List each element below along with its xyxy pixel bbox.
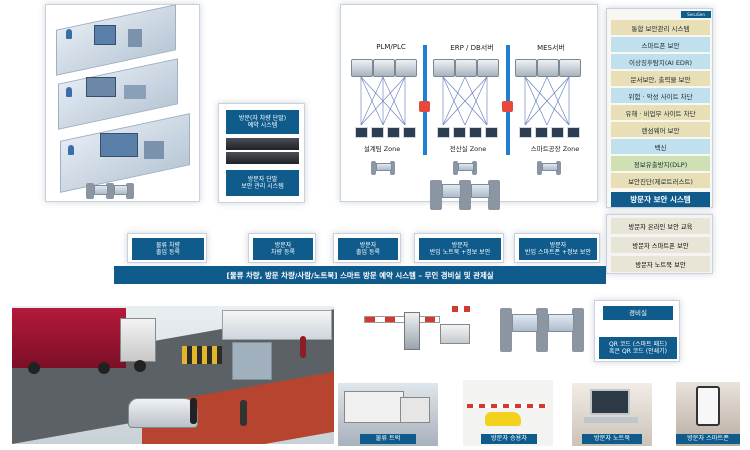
plant-equipment <box>100 133 138 157</box>
wheel <box>98 362 110 374</box>
security-stack-item: 랜섬웨어 보안 <box>611 122 710 137</box>
visitor-system-panel: 방문(자 차량 단말) 예약 시스템 방문자 단말 보안 관리 시스템 <box>218 103 305 203</box>
thumb-smartphone-caption: 방문자 스마트폰 <box>676 434 740 444</box>
person-icon <box>190 398 197 424</box>
factory-floors-panel <box>45 4 200 202</box>
thumb-smartphone: 방문자 스마트폰 <box>676 382 740 446</box>
zone-plm-label: PLM/PLC <box>376 43 406 51</box>
speed-gates <box>500 304 586 358</box>
thumb-car: 방문자 승용차 <box>463 380 553 446</box>
network-zones-panel: PLM/PLC ERP / DB서버 MES서버 설계팀 Zone 전산실 Zo… <box>340 4 598 202</box>
barrier-cones <box>182 346 222 364</box>
security-stack-item: 유해 · 비업무 사이트 차단 <box>611 105 710 120</box>
firewall-hub-icon <box>502 101 513 112</box>
firewall-hub-icon <box>419 101 430 112</box>
thumb-laptop-caption: 방문자 노트북 <box>582 434 642 444</box>
security-stack-title: 방문자 보안 시스템 <box>611 192 710 207</box>
thumb-car-caption: 방문자 승용차 <box>481 434 537 444</box>
registration-smartphone: 방문자 반입 스마트폰 +정보 보안 <box>514 233 600 263</box>
visitor-terminal-label: 방문자 단말 보안 관리 시스템 <box>226 170 299 196</box>
visitor-service-item: 방문자 온라인 보안 교육 <box>611 218 710 234</box>
zone-smart-label: 스마트공장 Zone <box>530 145 580 153</box>
registration-entry: 방문자 출입 등록 <box>333 233 401 263</box>
guard-booth <box>232 342 272 380</box>
turnstile-gate <box>371 161 395 175</box>
visitor-services-panel: 방문자 온라인 보안 교육 방문자 스마트폰 보안 방문자 노트북 보안 <box>606 214 713 274</box>
registration-logistics: 물류 차량 출입 등록 <box>127 233 207 263</box>
security-stack-item: 위험 · 악성 사이트 차단 <box>611 88 710 103</box>
security-stack-item: 이상징후탐지(AI EDR) <box>611 54 710 69</box>
worker-icon <box>68 145 74 155</box>
server-rack <box>226 152 299 164</box>
turnstile-gate <box>86 181 134 201</box>
qr-code-label: QR 코드 (스마트 패드) 혹은 QR 코드 (인쇄기) <box>599 337 677 359</box>
network-links <box>360 76 570 126</box>
turnstile-gate <box>453 161 477 175</box>
plant-equipment <box>124 85 146 99</box>
security-stack-item: 스마트폰 보안 <box>611 37 710 52</box>
wheel <box>28 362 40 374</box>
visitor-service-item: 방문자 스마트폰 보안 <box>611 237 710 253</box>
zone-design-label: 설계팀 Zone <box>363 145 401 153</box>
server-rack <box>226 138 299 150</box>
vendor-badge: SecuGen <box>681 11 711 18</box>
security-stack-item: 정보유출방지(DLP) <box>611 156 710 171</box>
firewall-pipe <box>423 45 427 155</box>
security-stack-item: 문서보안, 출력물 보안 <box>611 71 710 86</box>
registration-vehicle: 방문자 차량 등록 <box>248 233 316 263</box>
guardroom-panel: 경비실 QR 코드 (스마트 패드) 혹은 QR 코드 (인쇄기) <box>594 300 680 362</box>
wheel <box>134 360 146 372</box>
person-icon <box>300 336 306 358</box>
thumb-truck: 물류 트럭 <box>338 383 438 446</box>
truck-cab <box>120 318 156 362</box>
security-stack-item: 백신 <box>611 139 710 154</box>
worker-icon <box>66 87 72 97</box>
truck-trailer <box>12 308 126 368</box>
worker-icon <box>66 29 72 39</box>
zone-it-label: 전산실 Zone <box>449 145 487 153</box>
firewall-pipe <box>506 45 510 155</box>
zone-mes-label: MES서버 <box>537 44 565 52</box>
turnstile-gate <box>537 161 561 175</box>
zone-erp-label: ERP / DB서버 <box>450 44 494 52</box>
security-stack-item: 통합 보안관리 시스템 <box>611 20 710 35</box>
person-icon <box>240 400 247 426</box>
main-turnstile-gate <box>430 176 500 214</box>
plant-equipment <box>86 77 116 97</box>
plant-equipment <box>144 141 164 159</box>
car <box>128 398 198 428</box>
security-stack-item: 보안진단(제로트러스트) <box>611 173 710 188</box>
plant-equipment <box>128 29 142 47</box>
visitor-service-item: 방문자 노트북 보안 <box>611 256 710 272</box>
guardroom-title: 경비실 <box>603 306 673 320</box>
thumb-laptop: 방문자 노트북 <box>572 383 652 446</box>
entrance-scene <box>12 306 334 444</box>
thumb-truck-caption: 물류 트럭 <box>360 434 416 444</box>
system-banner: [물류 차량, 방문 차량/사람/노트북] 스마트 방문 예약 시스템 – 무인… <box>114 266 606 284</box>
vehicle-reservation-label: 방문(자 차량 단말) 예약 시스템 <box>226 110 299 134</box>
canopy <box>222 310 332 340</box>
plant-equipment <box>94 25 116 45</box>
registration-laptop: 방문자 반입 노트북 +정보 보안 <box>414 233 504 263</box>
parking-barrier <box>364 302 484 354</box>
